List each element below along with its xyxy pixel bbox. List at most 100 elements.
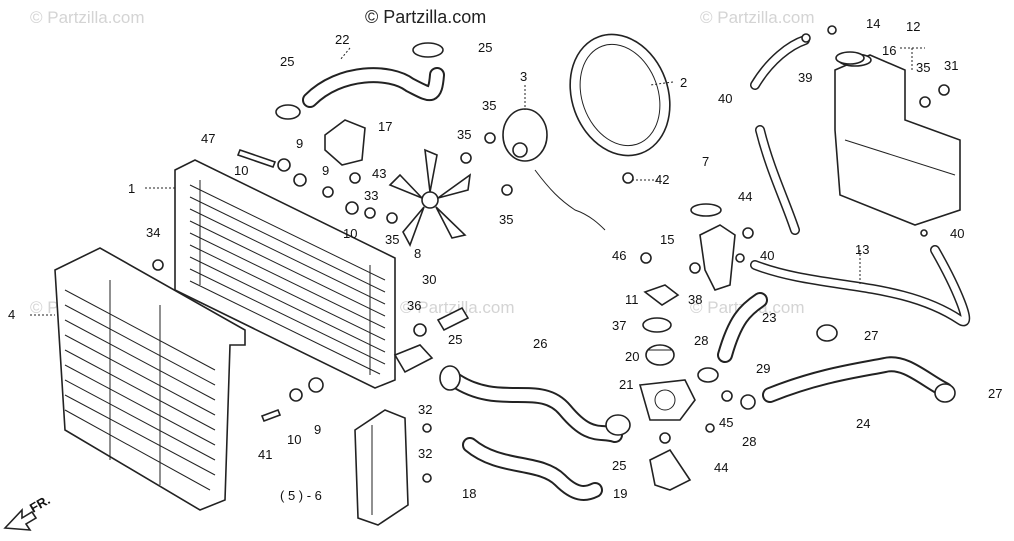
watermark-top-left: © Partzilla.com [30,8,145,27]
callout-2: 2 [680,75,687,90]
fasteners[interactable] [152,25,950,483]
watermark-main: © Partzilla.com [365,7,486,27]
fan-switch[interactable] [413,306,470,337]
callout-29: 29 [756,361,770,376]
water-outlet[interactable] [690,203,736,291]
thermostat[interactable] [645,344,675,366]
callout-9-a: 9 [296,136,303,151]
callout-25-d: 25 [612,458,626,473]
callout-10-a: 10 [234,163,248,178]
radiator-shroud[interactable] [354,409,409,526]
callout-4: 4 [8,307,15,322]
callout-16: 16 [882,43,896,58]
hose-clamp-25-right[interactable] [605,414,631,436]
callout-9-c: 9 [314,422,321,437]
callout-47: 46 [612,248,626,263]
callout-13: 13 [855,242,869,257]
thermostat-cover[interactable] [643,284,680,306]
callout-15: 15 [660,232,674,247]
watermark-mid-center: © Partzilla.com [400,298,515,317]
leader-lines [30,47,925,316]
callout-18: 18 [462,486,476,501]
callout-33: 33 [364,188,378,203]
callout-10-c: 10 [287,432,301,447]
callout-27-a: 27 [864,328,878,343]
callout-28-a: 28 [694,333,708,348]
hose-23[interactable] [717,292,768,363]
callout-40-a: 39 [798,70,812,85]
hose-clamp-27-a[interactable] [816,324,838,342]
callout-25-b: 25 [478,40,492,55]
callout-10-b: 10 [343,226,357,241]
upper-hose[interactable] [302,67,445,108]
callout-40-b: 40 [760,248,774,263]
bypass-hose[interactable] [462,437,603,501]
callout-40-c: 40 [950,226,964,241]
callout-1: 1 [128,181,135,196]
callout-34: 34 [146,225,160,240]
callout-7: 7 [702,154,709,169]
callout-38: 37 [612,318,626,333]
thermostat-housing[interactable] [638,379,696,421]
watermark-top-right: © Partzilla.com [700,8,815,27]
hose-clamp-28-a[interactable] [697,367,719,383]
callout-8: 8 [414,246,421,261]
callout-5-6: ( 5 ) - 6 [280,488,322,503]
callout-26: 26 [533,336,547,351]
callout-28-b: 28 [742,434,756,449]
radiator-core[interactable] [174,159,434,389]
hose-clamp-27-b[interactable] [934,383,956,403]
callout-27-b: 27 [988,386,1002,401]
callout-32-b: 32 [418,446,432,461]
hose-clamp-25-top[interactable] [275,104,301,120]
callout-12: 12 [906,19,920,34]
callout-35-a: 35 [482,98,496,113]
callout-labels: 1 2 3 4 ( 5 ) - 6 7 8 9 9 9 10 10 10 11 … [8,16,1002,503]
callout-24: 24 [856,416,870,431]
callout-32-a: 32 [418,402,432,417]
radiator-grille[interactable] [54,247,246,511]
callout-35-d: 35 [499,212,513,227]
overflow-tube[interactable] [750,35,810,235]
reserve-tank[interactable] [834,53,961,226]
callout-42: 41 [258,447,272,462]
hose-clamp-25-upper[interactable] [412,42,444,58]
hose-clamp-25-lower[interactable] [439,365,461,391]
callout-43: 42 [655,172,669,187]
filler-cap-16[interactable] [835,51,865,65]
callout-11: 11 [625,292,639,307]
front-direction-indicator: FR. [3,492,53,531]
callout-39: 38 [688,292,702,307]
hose-clamp-28-b[interactable] [740,394,756,410]
reserve-tube[interactable] [750,245,971,327]
fan-shroud[interactable] [554,20,687,169]
callout-14: 14 [866,16,880,31]
callout-48: 47 [201,131,215,146]
o-ring-38[interactable] [642,317,672,333]
callout-9-b: 9 [322,163,329,178]
callout-44-a: 43 [372,166,386,181]
hose-24[interactable] [762,356,953,403]
lower-hose[interactable] [447,372,623,443]
callout-20: 20 [625,349,639,364]
fan-bracket[interactable] [324,119,366,166]
callout-31: 31 [944,58,958,73]
callout-25-a: 25 [280,54,294,69]
callout-19: 19 [613,486,627,501]
callout-46: 45 [719,415,733,430]
fan-blade[interactable] [388,148,472,247]
mount-bracket-19[interactable] [649,448,692,491]
callout-45: 44 [738,189,752,204]
callout-22: 22 [335,32,349,47]
callout-3: 3 [520,69,527,84]
callout-36: 35 [916,60,930,75]
callout-23: 23 [762,310,776,325]
callout-30: 30 [422,272,436,287]
callout-41: 40 [718,91,732,106]
arrow-icon [3,507,38,531]
callout-37: 36 [407,298,421,313]
callout-35-c: 35 [385,232,399,247]
callout-25-c: 25 [448,332,462,347]
